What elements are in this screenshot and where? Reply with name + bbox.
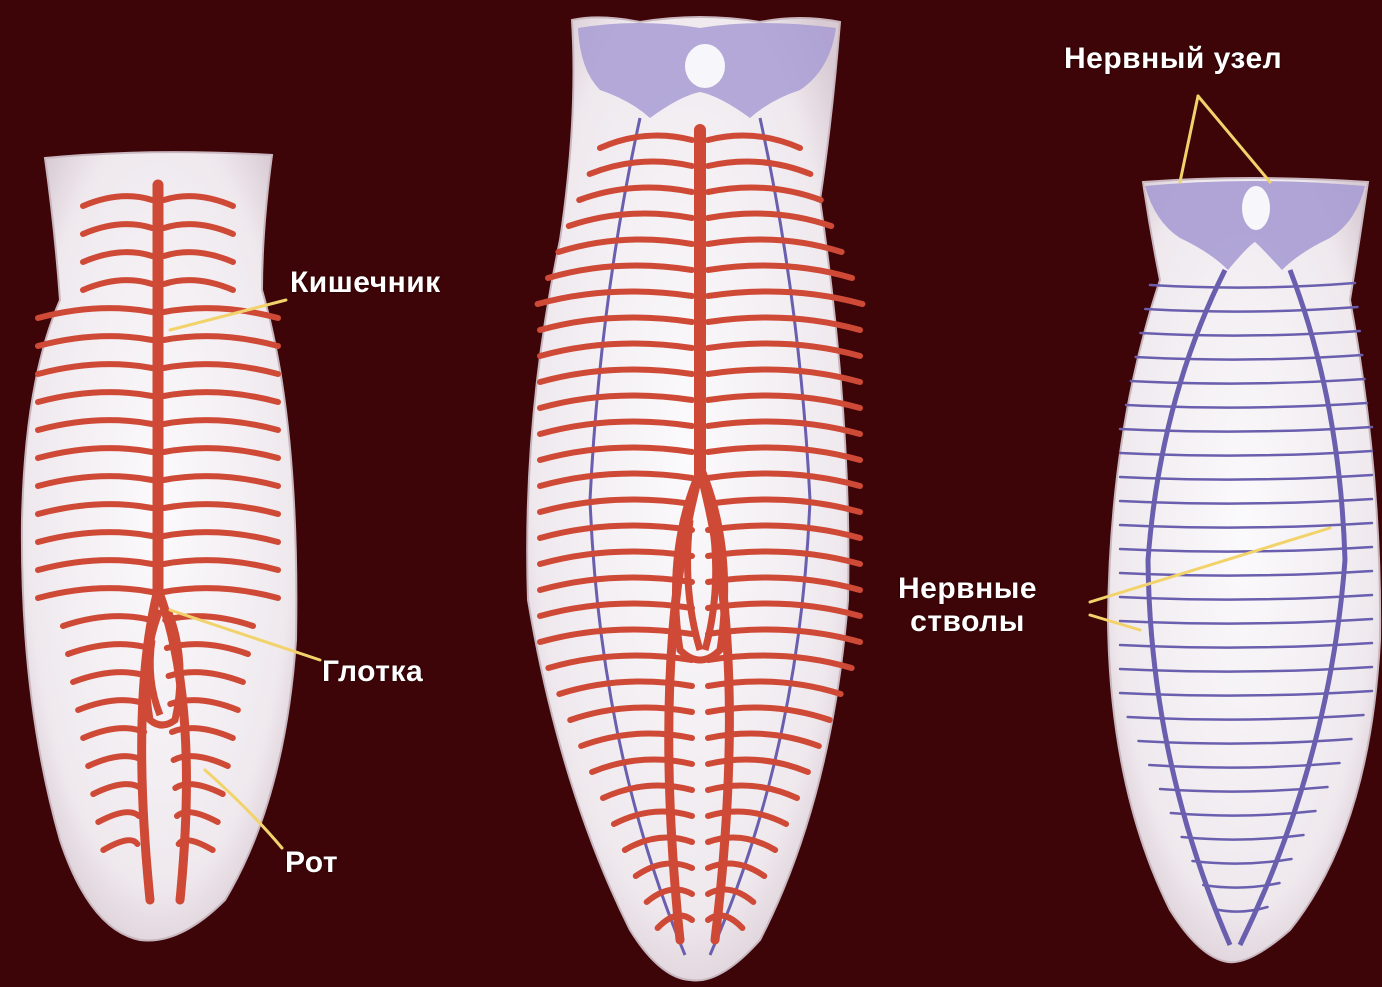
label-intestine: Кишечник [290, 266, 441, 299]
label-nerve-trunks: Нервные стволы [898, 572, 1037, 638]
label-pharynx: Глотка [322, 655, 423, 688]
ganglion-light-spot-3 [1242, 186, 1270, 230]
figure-digestive-system [22, 152, 296, 940]
leader-ganglion-left [1180, 96, 1198, 182]
ganglion-light-spot-2 [685, 44, 725, 88]
label-nerve-ganglion: Нервный узел [1064, 42, 1282, 75]
figure-nervous-system [1108, 178, 1380, 962]
figure-combined-systems [527, 17, 862, 981]
label-mouth: Рот [285, 846, 338, 879]
leader-ganglion-right [1198, 96, 1270, 182]
